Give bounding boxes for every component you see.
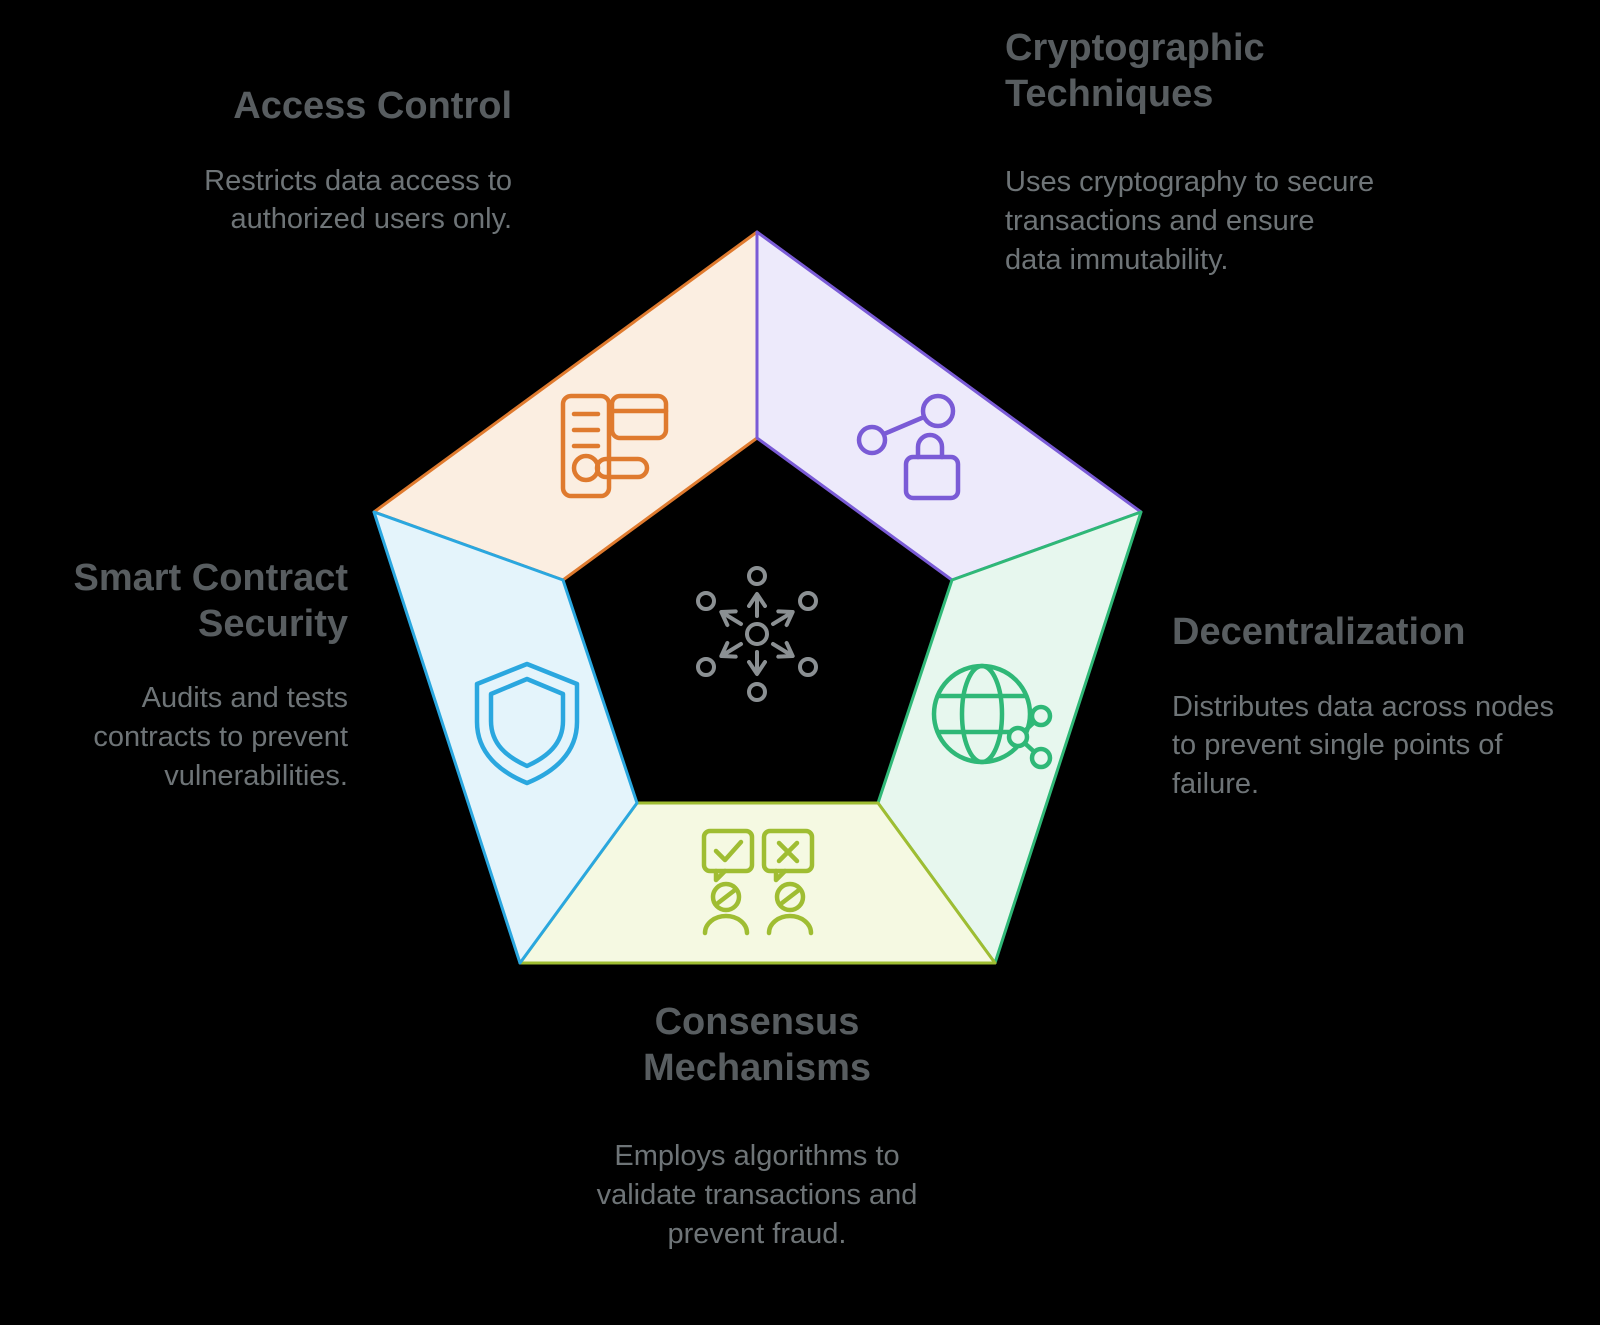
segment-shape-smart-contract-security <box>372 510 639 965</box>
segment-shape-cryptographic-techniques <box>755 230 1143 582</box>
shield-icon <box>474 661 580 786</box>
segment-description: Audits and tests contracts to prevent vu… <box>93 682 348 792</box>
segment-title: Decentralization <box>1172 611 1466 653</box>
segment-description: Uses cryptography to secure transactions… <box>1005 166 1375 276</box>
node-link-padlock-icon <box>856 393 961 501</box>
segment-title: Consensus Mechanisms <box>642 1001 872 1089</box>
segment-label-smart-contract-security: Smart Contract Security Audits and tests… <box>18 556 349 796</box>
globe-network-icon <box>931 663 1053 770</box>
segment-label-cryptographic-techniques: Cryptographic Techniques Uses cryptograp… <box>1005 26 1425 280</box>
segment-title: Smart Contract Security <box>73 557 349 645</box>
segment-description: Distributes data across nodes to prevent… <box>1172 690 1555 801</box>
server-card-key-icon <box>560 393 669 499</box>
segment-title: Cryptographic Techniques <box>1005 27 1265 115</box>
network-hub-icon <box>696 566 818 702</box>
segment-shape-access-control <box>372 230 759 582</box>
segment-title: Access Control <box>233 85 512 127</box>
segment-label-consensus-mechanisms: Consensus Mechanisms Employs algorithms … <box>565 1000 949 1254</box>
segment-description: Restricts data access to authorized user… <box>204 164 512 236</box>
segment-description: Employs algorithms to validate transacti… <box>596 1140 918 1250</box>
segment-label-decentralization: Decentralization Distributes data across… <box>1172 610 1592 804</box>
segment-label-access-control: Access Control Restricts data access to … <box>118 84 512 239</box>
vote-discussion-icon <box>701 828 815 936</box>
